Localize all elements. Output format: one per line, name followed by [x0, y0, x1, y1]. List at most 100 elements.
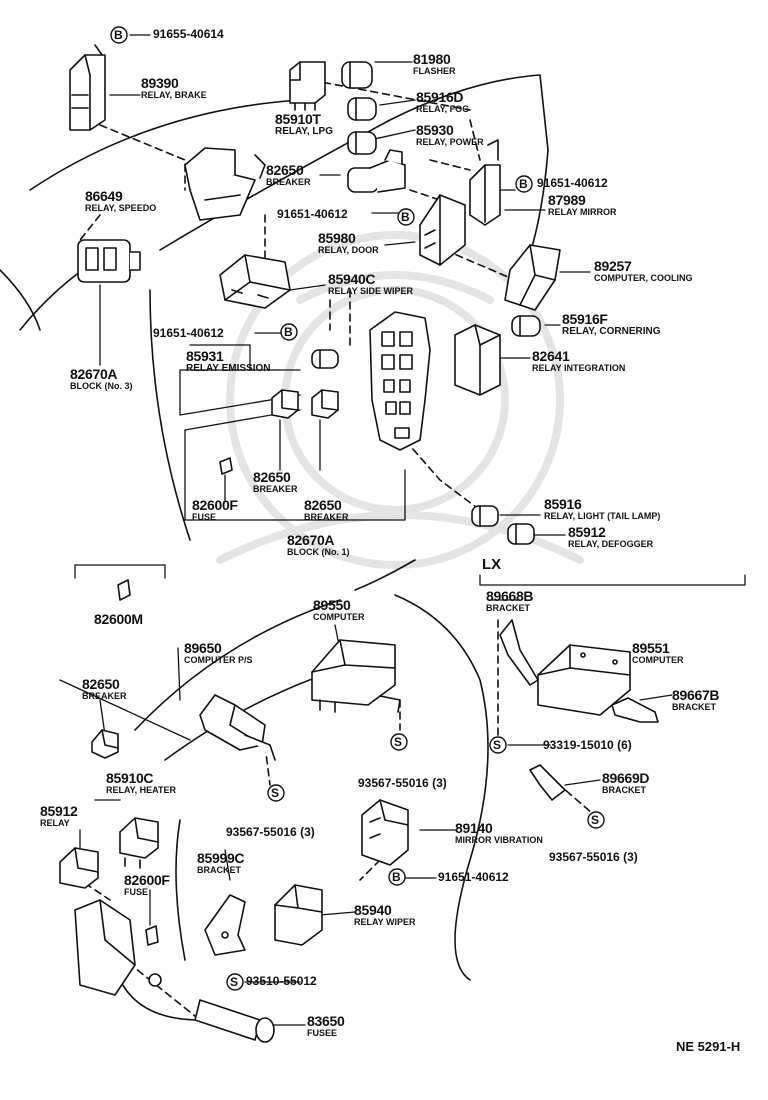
part-name: BRACKET — [197, 865, 241, 875]
part-name: BRACKET — [486, 603, 530, 613]
diagram-code: NE 5291-H — [676, 1039, 741, 1054]
part-callout: 85940 RELAY WIPER — [354, 903, 416, 927]
part-name: RELAY, LIGHT (TAIL LAMP) — [544, 511, 661, 521]
bracket-669d-drawing — [529, 764, 566, 801]
part-name: BLOCK (No. 3) — [70, 381, 133, 391]
part-name: BREAKER — [253, 484, 298, 494]
part-callout: 85940C RELAY SIDE WIPER — [328, 272, 413, 296]
part-callout: 82641 RELAY INTEGRATION — [532, 349, 625, 373]
bolt-symbol: B — [114, 28, 123, 42]
part-name: BREAKER — [82, 691, 127, 701]
part-callout: 93319-15010 (6) — [543, 739, 632, 751]
part-name: RELAY, FOG — [416, 104, 470, 114]
relay-mirror-drawing — [469, 139, 501, 226]
part-number: 82670A — [287, 532, 335, 548]
part-number: 93567-55016 (3) — [358, 776, 447, 790]
breakers-mid-drawing — [271, 389, 339, 419]
part-name: FLASHER — [413, 66, 456, 76]
part-number: 85912 — [40, 803, 78, 819]
part-number: 93567-55016 (3) — [226, 825, 315, 839]
part-number: 91651-40612 — [153, 326, 224, 340]
part-number: 85916D — [416, 89, 464, 105]
lower-block-drawing — [74, 899, 162, 996]
part-callout: 82650 BREAKER — [253, 470, 298, 494]
computer-drawing — [311, 639, 401, 713]
part-callout: 89257 COMPUTER, COOLING — [594, 259, 693, 283]
part-callout: 82650 BREAKER — [266, 163, 311, 187]
part-name: RELAY, HEATER — [106, 785, 177, 795]
computer-ps-drawing — [199, 694, 276, 761]
part-callout: 89551 COMPUTER — [632, 641, 684, 665]
bolt-symbol: B — [392, 870, 401, 884]
part-callout: 81980 FLASHER — [413, 52, 456, 76]
part-number: 82650 — [304, 497, 342, 513]
part-name: RELAY EMISSION — [186, 363, 271, 374]
part-number: 82670A — [70, 366, 118, 382]
part-callout: 91655-40614 — [153, 28, 224, 40]
part-callout: 93567-55016 (3) — [226, 826, 315, 838]
part-name: RELAY MIRROR — [548, 207, 617, 217]
part-number: 89551 — [632, 640, 670, 656]
part-name: RELAY, SPEEDO — [85, 203, 157, 213]
relay-emission-drawing — [311, 349, 339, 369]
breaker-lower-drawing — [91, 729, 119, 759]
watermark — [216, 231, 584, 569]
part-callout: 91651-40612 — [153, 327, 224, 339]
part-number: 85999C — [197, 850, 245, 866]
part-number: 85910C — [106, 770, 154, 786]
part-number: 85980 — [318, 230, 356, 246]
part-number: 82650 — [266, 162, 304, 178]
part-name: RELAY, DEFOGGER — [568, 539, 654, 549]
relay-wiper-drawing — [274, 884, 323, 946]
part-callout: 85912 RELAY — [40, 803, 78, 828]
relay-integration-drawing — [454, 324, 501, 396]
part-callout: 93567-55016 (3) — [549, 851, 638, 863]
relay-cornering-drawing — [511, 315, 541, 337]
bracket-b-drawing — [499, 619, 539, 686]
relay-defogger-drawing — [507, 523, 535, 545]
part-name: RELAY, BRAKE — [141, 90, 207, 100]
part-number: 85940 — [354, 902, 392, 918]
part-callout: 85916D RELAY, FOG — [416, 90, 469, 114]
part-number: 91651-40612 — [277, 207, 348, 221]
part-callout: 89550 COMPUTER — [313, 598, 365, 622]
part-number: 91651-40612 — [537, 176, 608, 190]
part-callout: 82650 BREAKER — [304, 498, 349, 522]
part-callout: 87989 RELAY MIRROR — [548, 193, 617, 217]
part-callout: 85910C RELAY, HEATER — [106, 771, 176, 795]
part-number: 82600F — [192, 497, 238, 513]
part-number: 89390 — [141, 75, 179, 91]
screw-symbol: S — [591, 813, 600, 827]
part-number: 85910T — [275, 111, 321, 127]
part-name: FUSE — [124, 887, 149, 897]
computer-lx-drawing — [537, 644, 631, 716]
bolt-symbol: B — [284, 325, 293, 339]
part-number: 85930 — [416, 122, 454, 138]
part-number: 81980 — [413, 51, 451, 67]
block-no3-drawing — [77, 239, 141, 283]
part-name: RELAY, POWER — [416, 137, 484, 147]
part-callout: 85910T RELAY, LPG — [275, 112, 333, 137]
part-callout: 82670A BLOCK (No. 1) — [287, 533, 350, 557]
part-number: 89650 — [184, 640, 222, 656]
computer-cooling-drawing — [504, 244, 561, 311]
part-name: BRACKET — [672, 702, 716, 712]
part-callout: 82600M — [94, 612, 143, 626]
part-number: 85940C — [328, 271, 376, 287]
part-number: 86649 — [85, 188, 123, 204]
part-number: 93567-55016 (3) — [549, 850, 638, 864]
part-name: RELAY, CORNERING — [562, 326, 661, 337]
junction-block-drawing — [369, 311, 431, 451]
fuse-lower-drawing — [145, 925, 159, 946]
part-name: RELAY, DOOR — [318, 245, 379, 255]
relay-power-drawing — [347, 131, 377, 155]
part-number: 89667B — [672, 687, 720, 703]
fuse-drawing — [219, 457, 233, 475]
part-name: RELAY WIPER — [354, 917, 416, 927]
part-number: 91651-40612 — [438, 870, 509, 884]
part-name: MIRROR VIBRATION — [455, 835, 543, 845]
part-callout: 85999C BRACKET — [197, 850, 245, 875]
part-drawings — [59, 44, 659, 1043]
bolt-symbol: B — [519, 177, 528, 191]
part-callout: 83650 FUSEE — [307, 1014, 345, 1038]
